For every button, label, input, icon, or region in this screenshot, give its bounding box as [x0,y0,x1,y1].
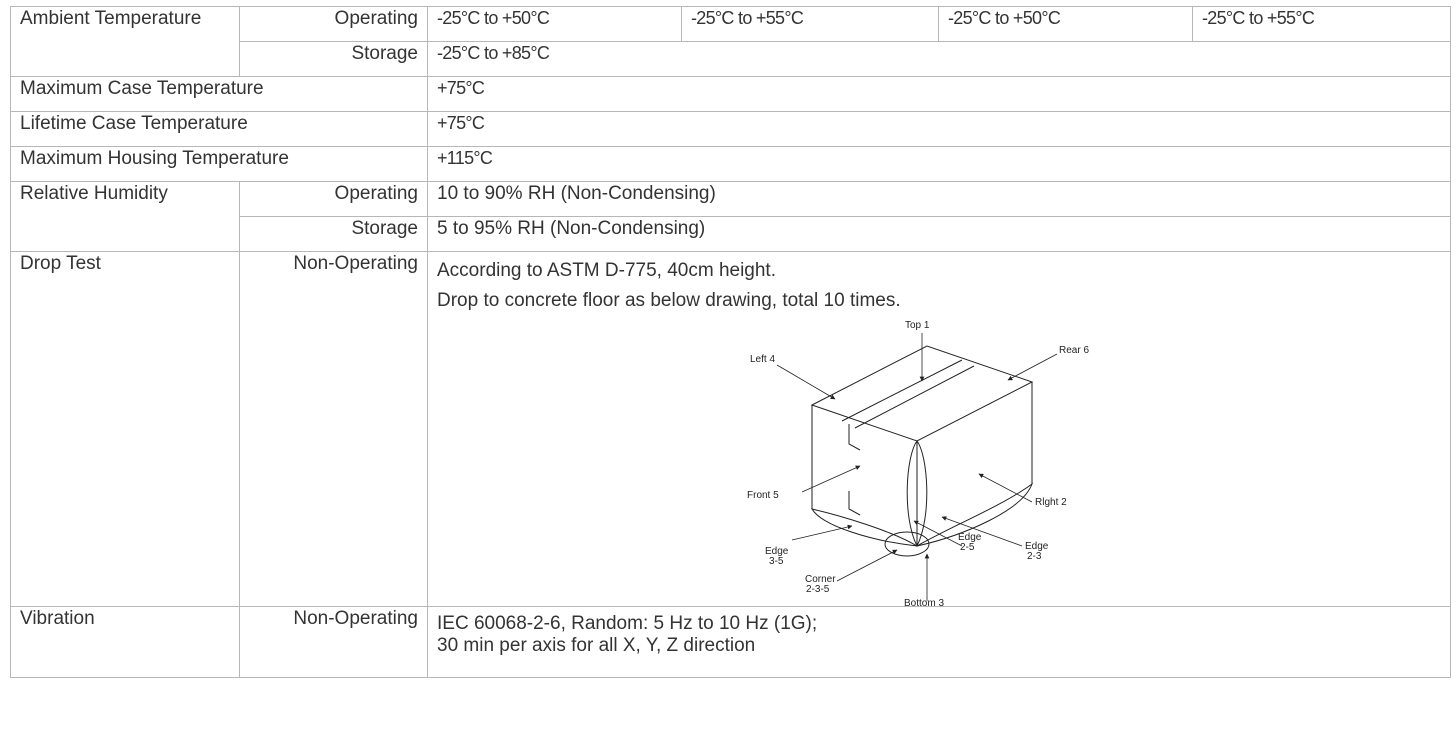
drop-test-line-1: According to ASTM D-775, 40cm height. [437,260,776,281]
drop-test-description: According to ASTM D-775, 40cm height. Dr… [427,251,1451,607]
drop-test-condition: Non-Operating [239,251,428,607]
label-top: Top 1 [905,320,930,331]
environmental-spec-table: Ambient Temperature Operating -25°C to +… [10,6,1451,678]
ambient-operating-value-3: -25°C to +50°C [938,6,1193,42]
max-housing-temperature-value: +115°C [427,146,1451,182]
ambient-operating-value-4: -25°C to +55°C [1192,6,1451,42]
table-row: Ambient Temperature Operating -25°C to +… [10,6,1451,77]
ambient-temperature-label: Ambient Temperature [10,6,240,77]
humidity-operating-value: 10 to 90% RH (Non-Condensing) [427,181,1451,217]
label-edge-2-5-sub: 2-5 [960,542,975,553]
label-corner-sub: 2-3-5 [806,584,830,595]
vibration-label: Vibration [10,606,240,678]
label-front: Front 5 [747,490,779,501]
box-outline [810,345,1034,557]
table-row: Storage -25°C to +85°C [11,41,1451,77]
label-left: Left 4 [750,354,775,365]
relative-humidity-label: Relative Humidity [10,181,240,217]
ambient-storage-value: -25°C to +85°C [427,41,1451,77]
drop-test-line-2: Drop to concrete floor as below drawing,… [437,290,901,311]
label-edge-2-5: Edge [958,532,982,543]
diagram-arrows [776,333,1058,601]
label-edge-2-3: Edge [1025,541,1049,552]
max-case-temperature-value: +75°C [427,76,1451,112]
label-edge-3-5-sub: 3-5 [769,556,784,567]
humidity-storage-value: 5 to 95% RH (Non-Condensing) [427,216,1451,252]
ambient-operating-value-1: -25°C to +50°C [427,6,682,42]
table-row: Vibration Non-Operating IEC 60068-2-6, R… [10,606,1451,678]
vibration-line-2: 30 min per axis for all X, Y, Z directio… [437,635,756,656]
label-rear: Rear 6 [1059,345,1089,356]
label-right: Rlght 2 [1035,497,1067,508]
table-row: Relative Humidity Operating 10 to 90% RH… [10,181,1451,217]
ambient-operating-value-2: -25°C to +55°C [681,6,939,42]
table-row: Lifetime Case Temperature +75°C [10,111,1451,147]
label-bottom: Bottom 3 [904,598,944,606]
vibration-description: IEC 60068-2-6, Random: 5 Hz to 10 Hz (1G… [427,606,1451,678]
drop-test-label: Drop Test [10,251,240,607]
table-row: Maximum Housing Temperature +115°C [10,146,1451,182]
humidity-operating-label: Operating [239,181,428,217]
max-case-temperature-label: Maximum Case Temperature [10,76,428,112]
table-row: Drop Test Non-Operating According to AST… [10,251,1451,607]
lifetime-case-temperature-value: +75°C [427,111,1451,147]
relative-humidity-spacer [10,216,240,252]
label-corner: Corner [805,574,836,585]
lifetime-case-temperature-label: Lifetime Case Temperature [10,111,428,147]
vibration-condition: Non-Operating [239,606,428,678]
ambient-storage-label: Storage [239,41,428,77]
table-row: Storage 5 to 95% RH (Non-Condensing) [10,216,1451,252]
label-edge-3-5: Edge [765,546,789,557]
ambient-operating-label: Operating [239,6,428,42]
table-row: Maximum Case Temperature +75°C [10,76,1451,112]
label-edge-2-3-sub: 2-3 [1027,551,1042,562]
drop-test-diagram: Top 1 Left 4 Rear 6 Front 5 Rlght 2 Edge… [747,320,1089,606]
max-housing-temperature-label: Maximum Housing Temperature [10,146,428,182]
vibration-line-1: IEC 60068-2-6, Random: 5 Hz to 10 Hz (1G… [437,613,818,634]
humidity-storage-label: Storage [239,216,428,252]
